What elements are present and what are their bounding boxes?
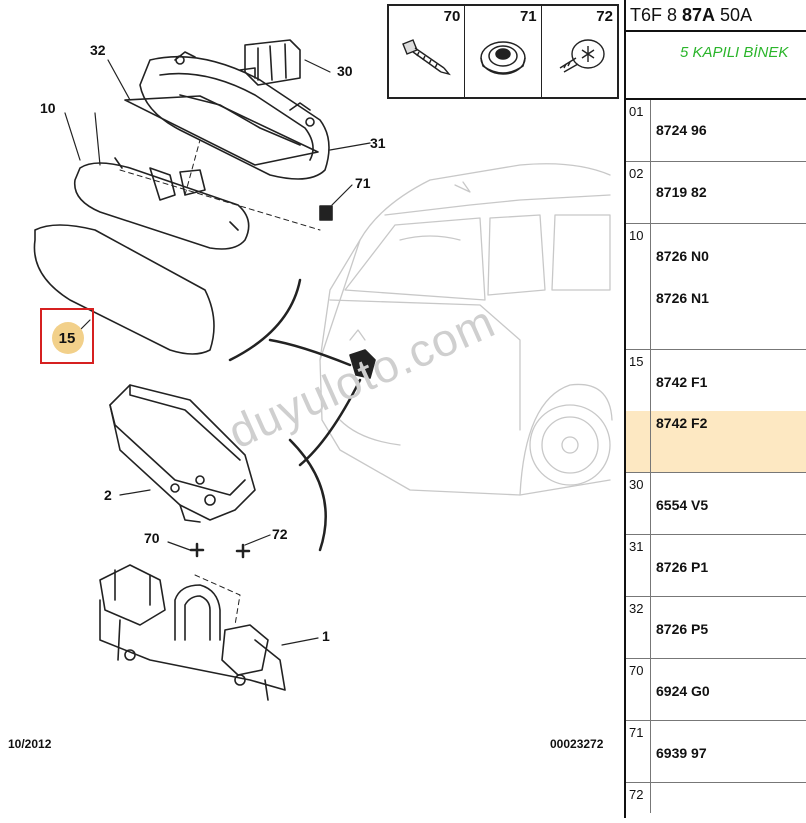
part-row-71[interactable]: 71 6939 97 bbox=[626, 721, 806, 783]
part-number: 32 bbox=[626, 597, 651, 658]
footer-date: 10/2012 bbox=[8, 737, 52, 751]
exploded-view-drawing bbox=[33, 39, 613, 701]
diagram-reference-header: T6F 8 87A 50A bbox=[626, 0, 806, 32]
part-number: 02 bbox=[626, 162, 651, 223]
part-ref[interactable]: 8726 P1 bbox=[656, 559, 709, 575]
callout-10: 10 bbox=[40, 100, 56, 116]
callout-2: 2 bbox=[104, 487, 112, 503]
part-row-70[interactable]: 70 6924 G0 bbox=[626, 659, 806, 721]
part-number: 10 bbox=[626, 224, 651, 349]
callout-71: 71 bbox=[355, 175, 371, 191]
lock-location-marker bbox=[349, 349, 376, 379]
leader-lines bbox=[64, 59, 371, 646]
footer-code: 00023272 bbox=[550, 737, 604, 751]
torx-screw-icon bbox=[559, 39, 605, 73]
part-number: 15 bbox=[626, 350, 651, 411]
callout-70: 70 bbox=[144, 530, 160, 546]
part-row-32[interactable]: 32 8726 P5 bbox=[626, 597, 806, 659]
part-ref[interactable]: 8726 P5 bbox=[656, 621, 709, 637]
fastener-70: 70 bbox=[389, 6, 466, 97]
alignment-lines bbox=[119, 139, 321, 626]
part-number: 30 bbox=[626, 473, 651, 534]
callout-1: 1 bbox=[322, 628, 330, 644]
fastener-71-num: 71 bbox=[519, 8, 537, 25]
parts-diagram: 32 30 10 31 71 15 2 70 72 1 duyuloto.com… bbox=[8, 4, 619, 751]
header-prefix: T6F 8 bbox=[630, 5, 683, 25]
car-outline bbox=[319, 163, 613, 496]
part-2-lock-housing bbox=[109, 384, 256, 523]
screw-icon bbox=[402, 39, 451, 76]
part-row-10[interactable]: 10 8726 N0 8726 N1 bbox=[626, 224, 806, 350]
part-10-handle bbox=[73, 157, 250, 250]
callout-30: 30 bbox=[337, 63, 353, 79]
part-ref[interactable]: 6924 G0 bbox=[656, 683, 710, 699]
part-ref[interactable]: 8742 F1 bbox=[656, 374, 708, 390]
part-ref[interactable]: 8719 82 bbox=[656, 184, 707, 200]
part-number: 01 bbox=[626, 100, 651, 161]
header-suffix: 50A bbox=[715, 5, 753, 25]
part-15-trim bbox=[33, 224, 215, 355]
part-row-31[interactable]: 31 8726 P1 bbox=[626, 535, 806, 597]
callout-72: 72 bbox=[272, 526, 288, 542]
part-number: 71 bbox=[626, 721, 651, 782]
part-row-15-alt[interactable]: 8742 F2 bbox=[626, 411, 806, 473]
fastener-71: 71 bbox=[465, 6, 542, 97]
callout-15: 15 bbox=[58, 330, 76, 347]
part-30-bracket bbox=[239, 39, 301, 86]
washer-clip-icon bbox=[480, 41, 527, 75]
fastener-legend: 70 71 72 bbox=[387, 4, 619, 99]
highlight-marker bbox=[52, 322, 84, 354]
fastener-72-num: 72 bbox=[596, 8, 613, 25]
vehicle-variant: 5 KAPILI BİNEK bbox=[680, 44, 789, 61]
location-arrows bbox=[228, 278, 362, 552]
part-number bbox=[626, 411, 651, 472]
part-32-gasket bbox=[124, 95, 319, 166]
part-ref[interactable]: 8724 96 bbox=[656, 122, 707, 138]
part-number: 70 bbox=[626, 659, 651, 720]
part-ref[interactable]: 6939 97 bbox=[656, 745, 707, 761]
fastener-markers bbox=[189, 542, 251, 559]
parts-list-panel: T6F 8 87A 50A 5 KAPILI BİNEK 01 8724 96 … bbox=[624, 0, 806, 818]
callout-31: 31 bbox=[370, 135, 386, 151]
part-1-latch bbox=[99, 564, 286, 701]
part-ref[interactable]: 8726 N1 bbox=[656, 290, 709, 306]
vehicle-variant-row: 5 KAPILI BİNEK bbox=[626, 32, 806, 100]
part-row-02[interactable]: 02 8719 82 bbox=[626, 162, 806, 224]
part-row-72[interactable]: 72 bbox=[626, 783, 806, 813]
part-ref[interactable]: 6554 V5 bbox=[656, 497, 709, 513]
part-row-30[interactable]: 30 6554 V5 bbox=[626, 473, 806, 535]
highlight-callout-box: 15 bbox=[40, 308, 94, 364]
part-ref[interactable]: 8726 N0 bbox=[656, 248, 709, 264]
part-number: 72 bbox=[626, 783, 651, 813]
fastener-70-num: 70 bbox=[443, 8, 461, 25]
part-row-15[interactable]: 15 8742 F1 bbox=[626, 350, 806, 411]
callout-32: 32 bbox=[90, 42, 106, 58]
part-number: 31 bbox=[626, 535, 651, 596]
header-bold: 87A bbox=[682, 5, 716, 25]
part-row-01[interactable]: 01 8724 96 bbox=[626, 100, 806, 162]
part-71-clip bbox=[319, 205, 333, 221]
part-ref[interactable]: 8742 F2 bbox=[656, 415, 708, 431]
fastener-72: 72 bbox=[542, 6, 617, 97]
